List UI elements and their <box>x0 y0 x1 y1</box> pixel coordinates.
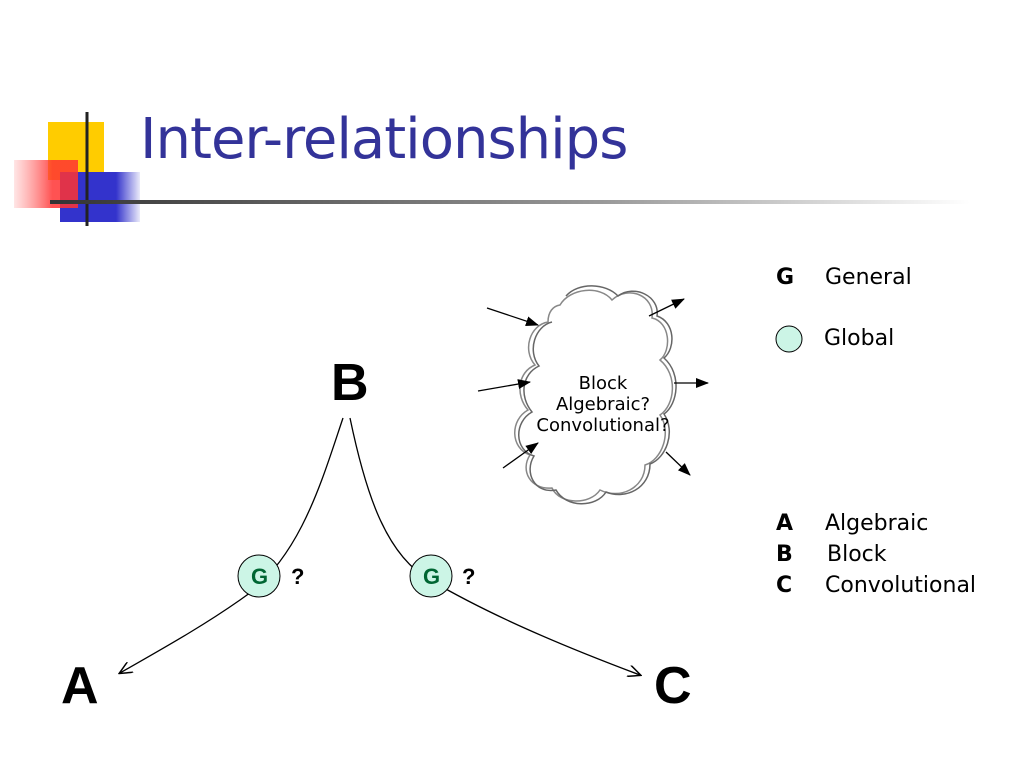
legend-algebraic-key: A <box>776 511 794 536</box>
arrow-in-middle <box>477 379 531 392</box>
legend-convolutional-label: Convolutional <box>825 573 977 598</box>
badge-left-letter: G <box>251 564 269 589</box>
legend-convolutional: C Convolutional <box>776 575 976 597</box>
node-a-label: A <box>61 657 99 715</box>
legend-general: G General <box>776 267 912 289</box>
badge-right-letter: G <box>423 564 441 589</box>
arrow-out-top <box>648 298 685 317</box>
cloud-line-block: Block <box>578 373 628 394</box>
badge-circle-right <box>409 554 453 598</box>
legend-global-label: Global <box>824 326 895 351</box>
badge-right-question: ? <box>462 564 476 589</box>
badge-circle-left <box>237 554 281 598</box>
legend-algebraic-label: Algebraic <box>825 511 929 536</box>
badge-left-question: ? <box>291 564 305 589</box>
legend-convolutional-key: C <box>776 573 793 598</box>
cloud <box>514 285 677 505</box>
legend-algebraic: A Algebraic <box>776 513 928 535</box>
legend-block: B Block <box>776 544 887 566</box>
cloud-line-convolutional: Convolutional? <box>536 415 670 436</box>
arrow-in-top <box>486 307 539 326</box>
legend-general-key: G <box>776 265 795 290</box>
slide-title: Inter-relationships <box>140 107 628 172</box>
title-underline <box>50 200 970 204</box>
curve-b-to-a <box>120 417 344 673</box>
cloud-line-algebraic: Algebraic? <box>555 394 651 415</box>
arrow-out-bottom <box>665 451 691 476</box>
node-b-label: B <box>331 354 369 412</box>
arrow-in-bottom <box>502 442 539 469</box>
legend-block-key: B <box>776 542 793 567</box>
legend-general-label: General <box>825 265 912 290</box>
node-c-label: C <box>654 657 692 715</box>
legend-block-label: Block <box>827 542 887 567</box>
legend-global-circle <box>775 325 803 353</box>
cloud-text: Block Algebraic? Convolutional? <box>520 373 686 436</box>
